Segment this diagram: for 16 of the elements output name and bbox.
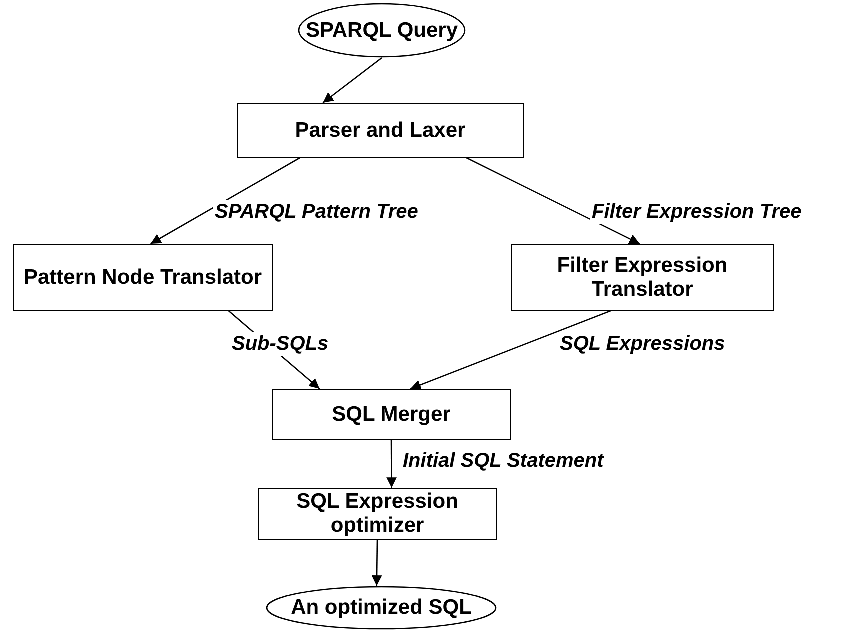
arrow	[322, 57, 382, 104]
edge-label: Sub-SQLs	[230, 332, 331, 356]
process-box: Filter Expression Translator	[511, 244, 774, 311]
arrow	[410, 310, 612, 390]
terminal-ellipse: An optimized SQL	[266, 586, 497, 630]
arrow	[150, 157, 300, 245]
process-box: SQL Expression optimizer	[258, 488, 497, 540]
arrow	[466, 157, 640, 245]
edge-label: SPARQL Pattern Tree	[213, 200, 420, 224]
arrow	[372, 540, 382, 586]
arrow	[386, 440, 397, 488]
process-box: Pattern Node Translator	[13, 244, 273, 311]
edge-label: SQL Expressions	[558, 332, 728, 356]
terminal-ellipse: SPARQL Query	[298, 3, 466, 58]
process-box: SQL Merger	[272, 389, 511, 440]
process-box: Parser and Laxer	[237, 103, 524, 158]
